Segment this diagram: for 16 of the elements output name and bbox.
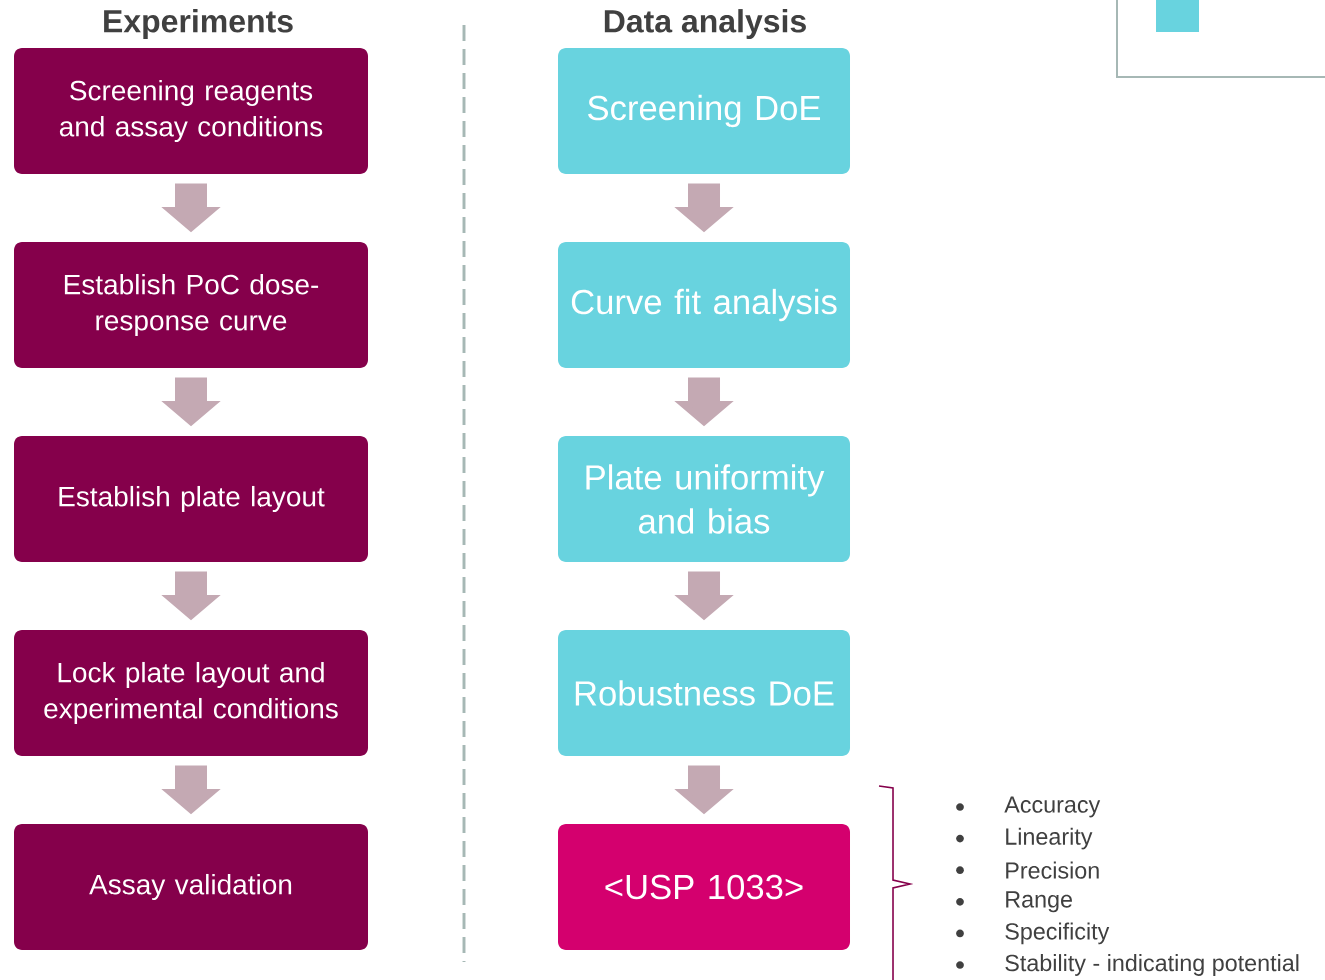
process-box: Curve fit analysis [558,242,850,368]
process-box: Plate uniformity and bias [558,436,850,562]
process-box: Establish PoC dose-response curve [14,242,368,368]
process-box: Establish plate layout [14,436,368,562]
process-box: Assay validation [14,824,368,950]
bullet-item: Accuracy [956,796,1101,818]
bullet-item: Linearity [956,827,1093,850]
process-box: Robustness DoE [558,630,850,756]
process-box: <USP 1033> [558,824,850,950]
bullet-item: Stability - indicating potential [956,954,1299,976]
process-box: Screening reagents and assay conditions [14,48,368,174]
process-box: Screening DoE [558,48,850,174]
bullet-item: Range [956,891,1072,913]
bullet-item: Specificity [956,922,1110,945]
bullet-item: Precision [956,861,1099,879]
process-box: Lock plate layout and experimental conditions [14,630,368,756]
